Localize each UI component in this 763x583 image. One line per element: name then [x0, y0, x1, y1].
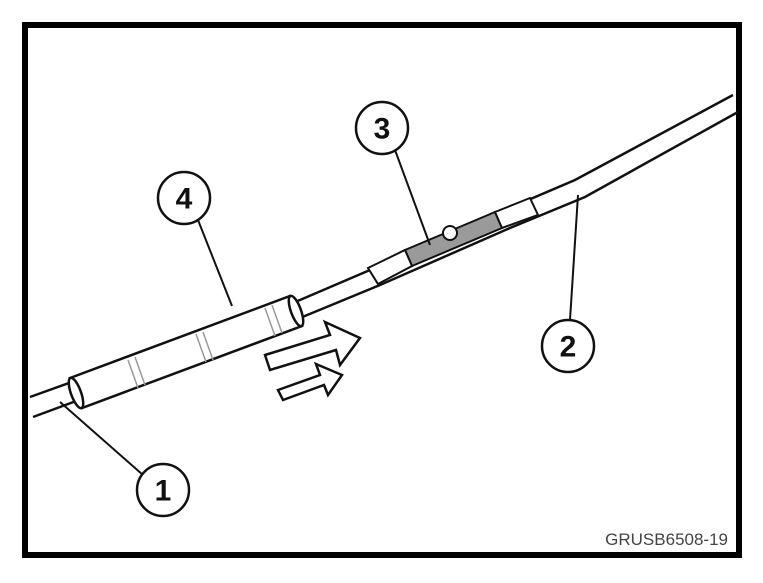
heat-shrink-tube — [67, 294, 305, 410]
callout-2: 2 — [540, 194, 596, 374]
figure-code: GRUSB6508-19 — [605, 530, 728, 549]
direction-arrows-icon — [263, 319, 362, 402]
callout-1: 1 — [59, 401, 191, 518]
callout-4: 4 — [156, 170, 233, 307]
svg-text:2: 2 — [560, 331, 577, 364]
svg-text:1: 1 — [155, 475, 172, 508]
butt-connector — [366, 196, 540, 286]
svg-text:3: 3 — [374, 113, 391, 146]
svg-text:4: 4 — [176, 183, 193, 216]
callout-3: 3 — [354, 100, 431, 246]
